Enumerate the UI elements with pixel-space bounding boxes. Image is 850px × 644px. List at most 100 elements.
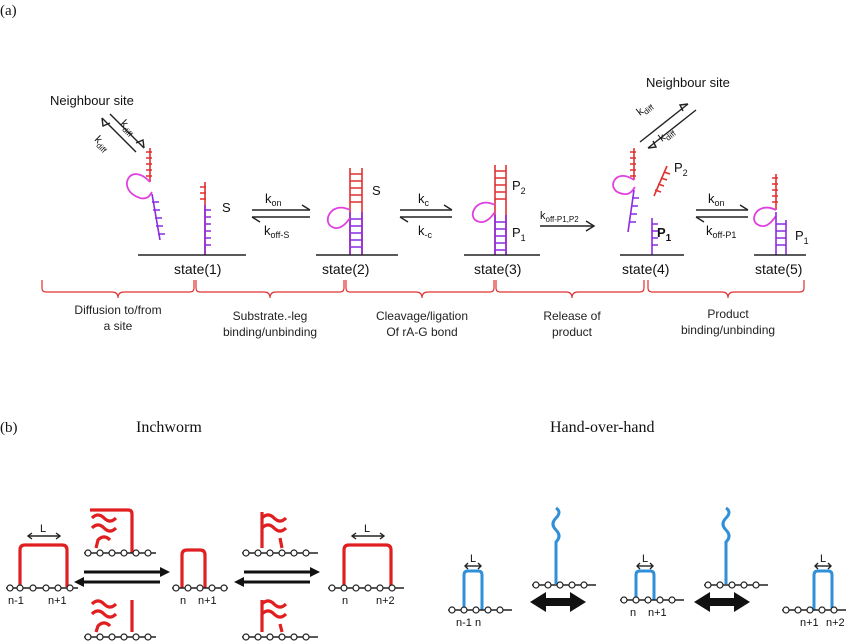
iw2-n+1: n+1	[198, 595, 217, 607]
state-4-label: state(4)	[622, 261, 669, 277]
inchworm-state1	[6, 532, 78, 592]
stage-5-line2: binding/unbinding	[681, 323, 775, 337]
stage-1-line2: a site	[104, 319, 133, 333]
hoh-arrow-2	[694, 592, 750, 612]
P2-state3: P	[512, 178, 521, 193]
state-5-label: state(5)	[755, 261, 802, 277]
kon-sub: on	[272, 198, 282, 208]
stage-1-line1: Diffusion to/from	[74, 303, 161, 317]
hh3-n+2: n+2	[826, 617, 845, 629]
hh1-label: n-1 n	[456, 617, 481, 629]
svg-text:kc: kc	[418, 191, 430, 208]
hand-over-hand-title: Hand-over-hand	[550, 419, 655, 436]
stage-2-line1: Substrate.-leg	[233, 309, 308, 323]
neighbour-site-left: Neighbour site	[50, 93, 134, 108]
koffP1P2-k: k	[540, 210, 546, 222]
inchworm-state2	[172, 548, 228, 592]
substrate-S-state1: S	[222, 200, 231, 215]
stage-4-line1: Release of	[543, 309, 601, 323]
substrate-state1	[138, 182, 246, 256]
substrate-S-state2: S	[372, 183, 381, 198]
hoh-L2: L	[642, 553, 648, 565]
P1-sub-state3: 1	[521, 233, 526, 243]
kmc-sub: -c	[425, 230, 433, 240]
complex-state3	[464, 165, 540, 256]
iw1-n+1: n+1	[48, 595, 67, 607]
P2-sub-state4: 2	[683, 168, 688, 178]
inchworm-L1: L	[40, 523, 46, 535]
kon2-k: k	[708, 191, 715, 206]
inchworm-title: Inchworm	[136, 419, 202, 436]
P1-state3: P	[512, 225, 521, 240]
kmc-k: k	[418, 223, 425, 238]
svg-text:k-c: k-c	[418, 223, 432, 240]
svg-text:P1: P1	[512, 225, 526, 243]
P1-state5: P	[795, 228, 804, 243]
inchworm-L3: L	[364, 523, 370, 535]
koffP1P2-sub: off-P1,P2	[546, 215, 580, 224]
P1-sub-state5: 1	[804, 236, 809, 246]
hoh-state2	[620, 562, 684, 604]
svg-text:koff-S: koff-S	[264, 223, 289, 240]
enzyme-free-state4	[612, 148, 684, 256]
P1-state4: P	[657, 225, 666, 240]
hoh-intermediate-1	[532, 506, 596, 589]
svg-text:kon: kon	[265, 191, 282, 208]
inchworm-state3	[328, 532, 404, 592]
enzyme-free-state1	[126, 148, 165, 241]
stage-4-line2: product	[552, 325, 593, 339]
inchworm-intermediate-a	[84, 508, 156, 641]
kc-kmc-arrows	[399, 204, 453, 223]
P2-sub-state3: 2	[521, 186, 526, 196]
hoh-L3: L	[820, 553, 826, 565]
panel-a-tag: (a)	[0, 3, 17, 19]
svg-text:P2: P2	[512, 178, 526, 196]
stage-3-line2: Of rA-G bond	[386, 325, 457, 339]
svg-text:koff-P1: koff-P1	[706, 223, 736, 240]
kon-koffP1-arrows	[695, 204, 749, 223]
svg-text:P1: P1	[795, 228, 809, 246]
koffP1-k: k	[706, 223, 713, 238]
iw3-n: n	[342, 595, 348, 607]
kdiff-arrows-left	[101, 113, 145, 153]
complex-state5	[753, 174, 806, 256]
svg-text:P2: P2	[674, 160, 688, 178]
inchworm-intermediate-b	[242, 512, 318, 641]
svg-text:P1: P1	[657, 225, 672, 244]
koffS-k: k	[264, 223, 271, 238]
svg-text:kon: kon	[708, 191, 725, 208]
iw2-n: n	[180, 595, 186, 607]
hh2-n+1: n+1	[648, 607, 667, 619]
hoh-state3	[782, 562, 846, 614]
panel-b-tag: (b)	[0, 420, 18, 436]
koffS-sub: off-S	[271, 230, 290, 240]
iw3-n+2: n+2	[376, 595, 395, 607]
hh2-n: n	[630, 607, 636, 619]
iw1-n-1: n-1	[8, 595, 24, 607]
hoh-arrow-1	[530, 592, 586, 612]
state-2-label: state(2)	[322, 261, 369, 277]
koffP1P2-arrow	[540, 220, 596, 232]
kdiff-arrows-right	[639, 103, 697, 149]
kc-sub: c	[425, 198, 430, 208]
P1-sub-state4: 1	[666, 233, 672, 244]
stage-braces	[41, 280, 805, 299]
state-3-label: state(3)	[474, 261, 521, 277]
hh3-n+1: n+1	[800, 617, 819, 629]
hoh-intermediate-2	[704, 506, 768, 589]
kon2-sub: on	[715, 198, 725, 208]
state-1-label: state(1)	[174, 261, 221, 277]
svg-text:kdiff: kdiff	[90, 134, 112, 156]
svg-text:kdiff: kdiff	[656, 125, 678, 146]
stage-3-line1: Cleavage/ligation	[376, 309, 468, 323]
kc-k: k	[418, 191, 425, 206]
koffP1-sub: off-P1	[713, 230, 737, 240]
hoh-state1	[448, 562, 512, 614]
stage-2-line2: binding/unbinding	[223, 325, 317, 339]
neighbour-site-right: Neighbour site	[646, 75, 730, 90]
kon-koffS-arrows	[251, 204, 311, 223]
hoh-L1: L	[470, 553, 476, 565]
kon-k: k	[265, 191, 272, 206]
complex-state2	[316, 168, 398, 256]
